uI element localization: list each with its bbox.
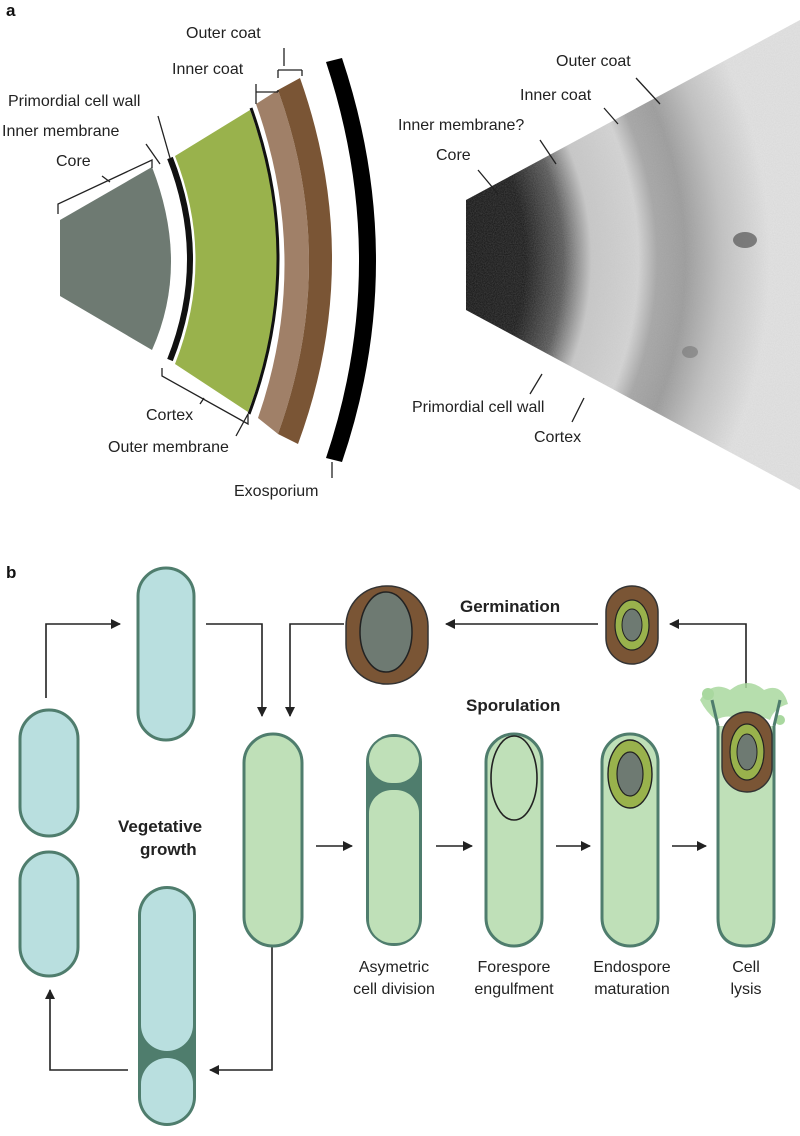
forespore-engulfment-cell [484, 732, 544, 948]
leader-outer-membrane [235, 413, 249, 437]
stage-lysis-line2: lysis [730, 981, 761, 998]
panel-a-letter: a [6, 1, 16, 20]
primordial-cell-wall-layer [167, 156, 193, 362]
cell-lysis [700, 683, 788, 948]
cycle-arrows [45, 619, 747, 1075]
vegetative-growth-label-1: Vegetative [118, 817, 202, 836]
stage-labels: Asymetric cell division Forespore engulf… [353, 959, 761, 998]
germinating-spore [345, 585, 429, 685]
arrow-to-top-cell [45, 619, 121, 698]
outer-coat-layer [278, 78, 333, 444]
bracket-inner-coat [255, 84, 279, 104]
label-inner-membrane: Inner membrane [2, 123, 119, 140]
core-layer [60, 167, 171, 350]
arrow-lysis-to-spore [669, 619, 747, 688]
stage-endospore-line1: Endospore [593, 959, 670, 976]
cortex-layer [175, 110, 278, 412]
label-inner-coat: Inner coat [172, 61, 244, 78]
diagram-labels: Outer coat Inner coat Primordial cell wa… [2, 25, 333, 500]
sporulation-sequence [242, 683, 788, 948]
tem-leader-primordial-cell-wall [529, 373, 543, 395]
vegetative-cycle: Vegetative growth [18, 566, 202, 1126]
germination-label: Germination [460, 597, 560, 616]
tem-leader-outer-coat [635, 77, 661, 105]
outer-membrane-layer [247, 107, 280, 415]
label-core: Core [56, 153, 91, 170]
inner-coat-layer [256, 90, 309, 434]
vegetative-growth-label-2: growth [140, 840, 197, 859]
tem-leader-core [477, 169, 499, 195]
asymmetric-division-cell [366, 734, 422, 946]
tem-label-cortex: Cortex [534, 429, 581, 446]
label-outer-coat: Outer coat [186, 25, 261, 42]
stage-lysis-line1: Cell [732, 959, 760, 976]
sporulation-label: Sporulation [466, 696, 560, 715]
tem-label-core: Core [436, 147, 471, 164]
dividing-cell [138, 886, 196, 1126]
label-exosporium: Exosporium [234, 483, 318, 500]
bracket-outer-coat [277, 48, 303, 78]
tem-label-outer-coat: Outer coat [556, 53, 631, 70]
stage-asymmetric-line2: cell division [353, 981, 435, 998]
label-primordial-cell-wall: Primordial cell wall [8, 93, 140, 110]
panel-b-letter: b [6, 563, 16, 582]
tem-leader-inner-membrane [539, 139, 557, 165]
arrow-germination-to-cell [285, 623, 344, 717]
arrow-top-to-sporulating [206, 623, 267, 717]
spore-layer-diagram [60, 58, 376, 462]
vegetative-cell-left-lower [18, 850, 80, 978]
exosporium-layer [326, 58, 376, 462]
vegetative-cell-left-upper [18, 708, 80, 838]
leader-inner-membrane [145, 143, 161, 165]
stage-asymmetric-line1: Asymetric [359, 959, 429, 976]
endospore-maturation-cell [600, 732, 660, 948]
inner-membrane-layer [158, 163, 181, 355]
stage-forespore-line1: Forespore [478, 959, 551, 976]
sporulating-cell-start [242, 732, 304, 948]
tem-label-inner-membrane: Inner membrane? [398, 117, 524, 134]
label-outer-membrane: Outer membrane [108, 439, 229, 456]
tem-leader-inner-coat [603, 107, 619, 125]
tem-leader-cortex [571, 397, 585, 423]
leader-primordial-cell-wall [157, 115, 171, 159]
vegetative-cell-top [136, 566, 196, 742]
stage-forespore-line2: engulfment [474, 981, 554, 998]
tem-label-inner-coat: Inner coat [520, 87, 592, 104]
bracket-core [57, 158, 153, 214]
bracket-cortex [161, 368, 249, 426]
label-cortex: Cortex [146, 407, 193, 424]
free-spore [605, 585, 659, 665]
tem-micrograph [466, 20, 800, 490]
arrow-to-left-cells [45, 989, 128, 1071]
stage-endospore-line2: maturation [594, 981, 670, 998]
micrograph-labels: Outer coat Inner coat Inner membrane? Co… [398, 53, 661, 446]
tem-label-primordial-cell-wall: Primordial cell wall [412, 399, 544, 416]
arrow-to-dividing-cell [209, 942, 273, 1075]
